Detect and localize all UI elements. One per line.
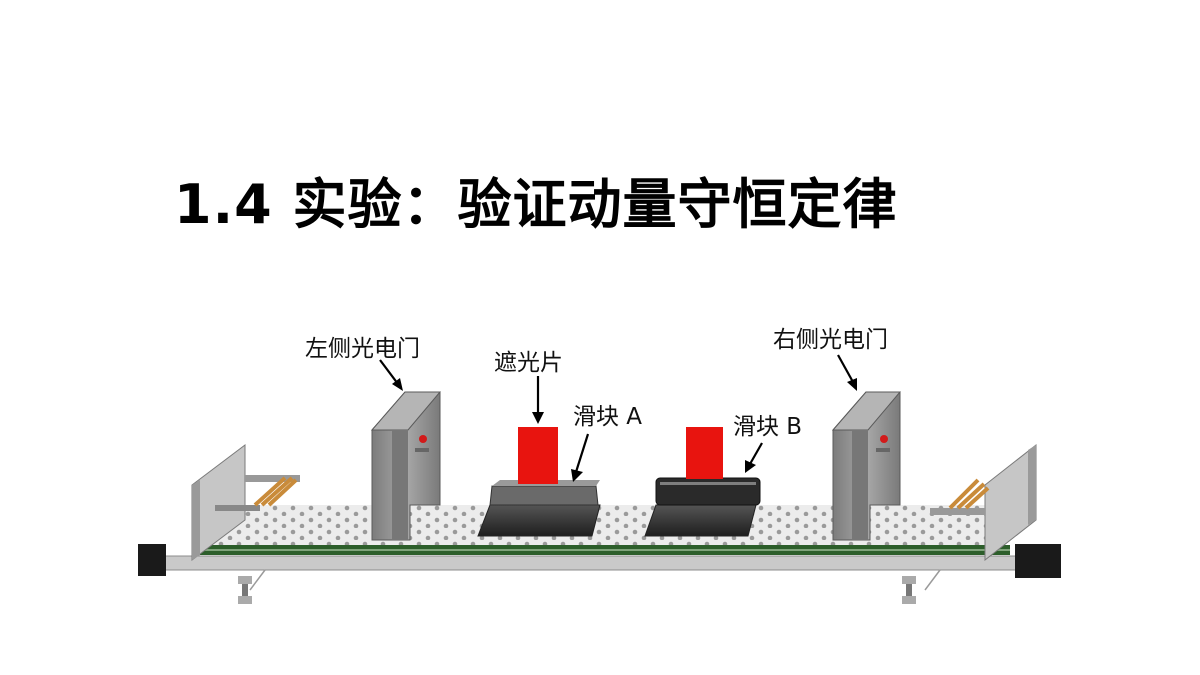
- right-gate-indicator-icon: [880, 435, 888, 443]
- label-slider-a: 滑块 A: [573, 404, 642, 430]
- label-slider-b: 滑块 B: [733, 414, 802, 440]
- left-gate-indicator-icon: [419, 435, 427, 443]
- right-end-stop: [930, 443, 1037, 562]
- shutter-b: [686, 427, 723, 479]
- right-foot: [902, 569, 941, 604]
- air-track: [138, 505, 1061, 604]
- left-foot: [238, 569, 266, 604]
- label-right-gate: 右侧光电门: [773, 327, 888, 353]
- rail-strip-highlight: [200, 549, 1010, 551]
- label-left-gate: 左侧光电门: [305, 336, 420, 362]
- arrow-slider-b-icon: [745, 442, 763, 473]
- slider-a: [477, 427, 601, 537]
- arrow-left-gate-icon: [379, 359, 403, 391]
- right-end-block: [1015, 544, 1061, 578]
- track-holes: [205, 505, 1000, 545]
- label-shutter: 遮光片: [494, 350, 563, 376]
- left-end-block: [138, 544, 166, 576]
- slider-b: [644, 427, 761, 537]
- arrow-slider-a-icon: [571, 433, 590, 482]
- shutter-a: [518, 427, 558, 484]
- page-title: 1.4 实验：验证动量守恒定律: [174, 173, 898, 236]
- right-photogate: [831, 391, 902, 541]
- left-end-stop: [191, 443, 300, 562]
- arrow-shutter-icon: [532, 376, 544, 424]
- left-photogate: [370, 391, 442, 541]
- track-base: [159, 555, 1031, 571]
- arrow-right-gate-icon: [837, 354, 857, 391]
